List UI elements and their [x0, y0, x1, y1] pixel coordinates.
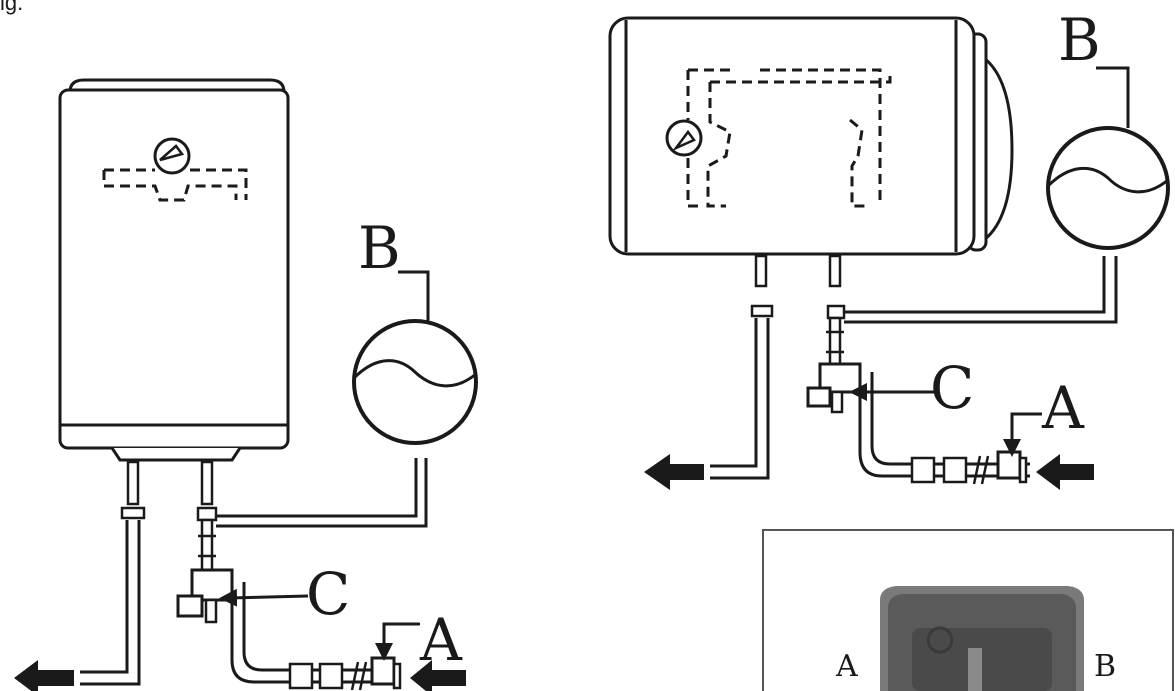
right-label-a: A	[1041, 374, 1085, 442]
left-label-a: A	[419, 606, 463, 674]
left-label-b: B	[358, 214, 401, 282]
right-leader-a	[1003, 412, 1042, 457]
safety-valve-c	[806, 362, 862, 414]
inset-label-a: A	[835, 649, 858, 684]
right-label-b: B	[1058, 6, 1101, 74]
left-leader-c	[219, 588, 309, 607]
left-vertical-water-heater	[14, 78, 466, 691]
thermostat-dial-icon	[665, 119, 703, 157]
shutoff-valve-a	[370, 656, 402, 690]
right-expansion-vessel-b	[1046, 66, 1170, 250]
figure-header-fragment: ig.	[0, 0, 23, 15]
left-leader-a	[375, 622, 420, 661]
inset-valve-photo	[762, 529, 1174, 691]
inset-label-b: B	[1094, 649, 1116, 684]
right-horizontal-water-heater	[608, 16, 1118, 490]
thermostat-dial-icon	[153, 137, 191, 175]
left-label-c: C	[306, 560, 350, 628]
safety-valve-c	[176, 568, 234, 624]
shutoff-valve-a	[996, 450, 1028, 484]
right-label-c: C	[930, 354, 974, 422]
left-expansion-vessel-b	[352, 270, 478, 445]
